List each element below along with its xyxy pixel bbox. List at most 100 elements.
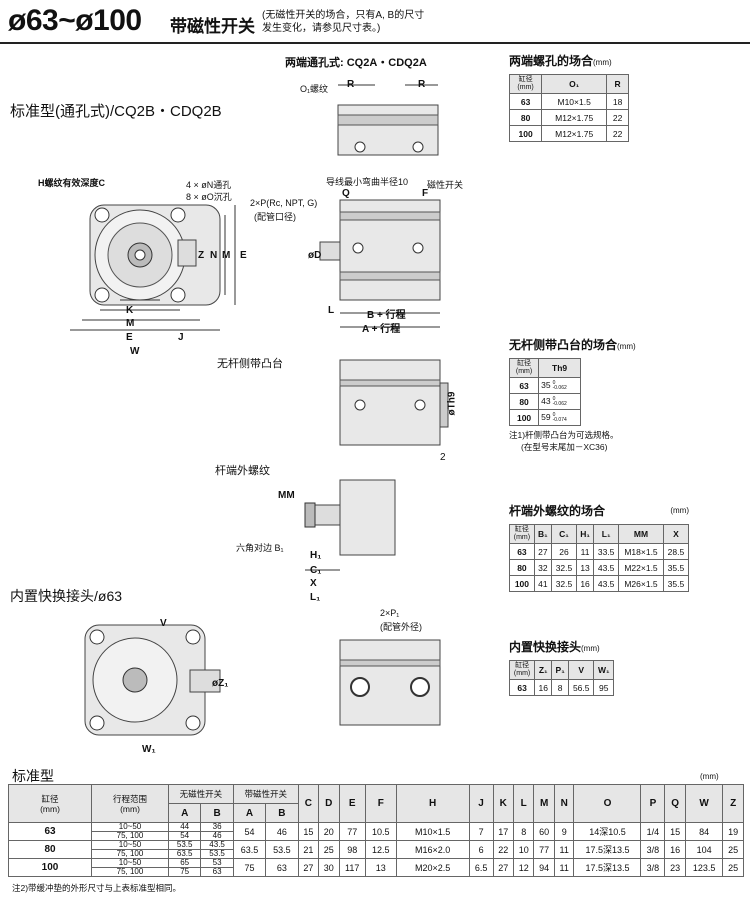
section-standard: 标准型(通孔式)/CQ2B・CDQ2B — [10, 103, 222, 120]
cell: M18×1.5 — [618, 543, 664, 560]
table-header-row: 缸径 (mm) O₁ R — [508, 74, 629, 94]
cell: 25 — [722, 840, 744, 859]
table-builtin-unit: (mm) — [581, 644, 600, 653]
cell: 80 — [508, 109, 543, 126]
table-builtin-title: 内置快换接头 — [509, 640, 582, 654]
cell: 23 — [664, 858, 686, 877]
section-boss: 无杆侧带凸台 — [217, 358, 283, 370]
th-col: H — [395, 784, 470, 823]
cell: 16 — [534, 679, 553, 696]
th-col: D — [318, 784, 340, 823]
label-n-hole: 4 × øN通孔 — [186, 180, 232, 190]
switch-block — [177, 239, 197, 267]
cell: 27 — [492, 858, 514, 877]
mount-hole-bl — [94, 287, 110, 303]
cell: 104 — [684, 840, 724, 859]
label-auto-switch: 磁性开关 — [427, 180, 464, 190]
male-body — [339, 479, 396, 556]
label-z: Z — [198, 250, 205, 261]
th-col: C — [297, 784, 320, 823]
table-boss-title: 无杆侧带凸台的场合 — [509, 338, 618, 352]
cell: 32.5 — [550, 559, 578, 576]
th-o1: O₁ — [541, 74, 608, 94]
boss-projection — [439, 382, 449, 428]
table-both-ends-title: 两端螺孔的场合 — [509, 54, 594, 68]
label-e: E — [126, 332, 133, 343]
cell: 22 — [606, 125, 629, 142]
label-mm: MM — [278, 490, 295, 501]
cell: 9 — [553, 822, 575, 841]
table-header-row: 缸径 (mm) Th9 — [508, 358, 581, 378]
side-view-drawing — [319, 199, 441, 328]
boss-body — [339, 359, 441, 446]
cell: 32 — [533, 559, 552, 576]
header-note: (无磁性开关的场合，只有A, B的尺寸 发生变化，请参见尺寸表。) — [262, 9, 424, 35]
th-p1: P₁ — [551, 660, 569, 680]
label-o-counter: 8 × øO沉孔 — [186, 192, 232, 202]
cell: 11 — [576, 543, 595, 560]
cell: 21 — [297, 840, 320, 859]
label-q: Q — [342, 188, 350, 199]
both-ends-port-2 — [412, 141, 424, 153]
th-col: Z — [722, 784, 744, 823]
cell: 17.5深13.5 — [573, 858, 642, 877]
label-l: L — [328, 305, 335, 316]
cell: 84 — [684, 822, 724, 841]
th-b1: B₁ — [533, 524, 552, 544]
cell: 28.5 — [662, 543, 690, 560]
th-b: B — [265, 803, 299, 823]
front-rod-hole — [134, 249, 146, 261]
cell: 80 — [508, 393, 540, 410]
std-table-note: 注2)带缓冲垫的外形尺寸与上表标准型相同。 — [12, 883, 182, 893]
cell: 18 — [606, 93, 629, 110]
table-header-row: 缸径 (mm) 行程范围 (mm) 无磁性开关 带磁性开关 C D E F H … — [8, 784, 744, 823]
cell: 8 — [512, 822, 535, 841]
th-col: P — [640, 784, 666, 823]
th-bore: 缸径 (mm) — [508, 74, 543, 94]
male-hex — [304, 502, 316, 528]
cell: 94 — [533, 858, 555, 877]
cell: 25 — [318, 840, 340, 859]
cell: 77 — [338, 822, 366, 841]
side-slot-bottom — [339, 271, 441, 281]
label-d: øD — [308, 250, 322, 261]
table-row: 75, 100 75 63 — [9, 867, 744, 877]
cell: M12×1.75 — [541, 109, 608, 126]
label-m-v: M — [222, 250, 231, 261]
builtin-front-drawing — [84, 624, 221, 736]
cell: 12 — [512, 858, 535, 877]
table-both-ends-unit: (mm) — [593, 58, 612, 67]
cell: 17 — [492, 822, 514, 841]
boss-note1: 注1)杆侧带凸台为可选规格。 — [509, 430, 619, 440]
label-x: X — [310, 578, 317, 589]
th-bore: 缸径 (mm) — [508, 358, 540, 378]
tol-bottom: -0.074 — [552, 416, 567, 423]
label-r-right: R — [418, 79, 426, 90]
table-boss-unit: (mm) — [617, 342, 636, 351]
cell: 100 — [509, 575, 535, 592]
header-note-line1: (无磁性开关的场合，只有A, B的尺寸 — [262, 10, 425, 21]
tol-bottom: -0.062 — [552, 384, 567, 391]
both-ends-port-1 — [354, 141, 366, 153]
builtin-hole-tl — [89, 629, 105, 645]
cell-bore: 80 — [8, 840, 92, 859]
cell: 32.5 — [550, 575, 578, 592]
page-title: ø63~ø100 — [8, 4, 142, 37]
cell: 77 — [533, 840, 555, 859]
cell: 75 — [232, 858, 267, 877]
cell: 19 — [722, 822, 744, 841]
std-table-unit: (mm) — [700, 772, 719, 781]
builtin-fitting — [189, 669, 221, 693]
th-bore: 缸径 (mm) — [8, 784, 92, 823]
label-m: M — [126, 318, 135, 329]
cell: 20 — [318, 822, 340, 841]
boss-port-2 — [414, 399, 426, 411]
tol-bottom: -0.062 — [552, 400, 567, 407]
builtin-side-slot — [339, 659, 441, 667]
cell: 12.5 — [364, 840, 397, 859]
